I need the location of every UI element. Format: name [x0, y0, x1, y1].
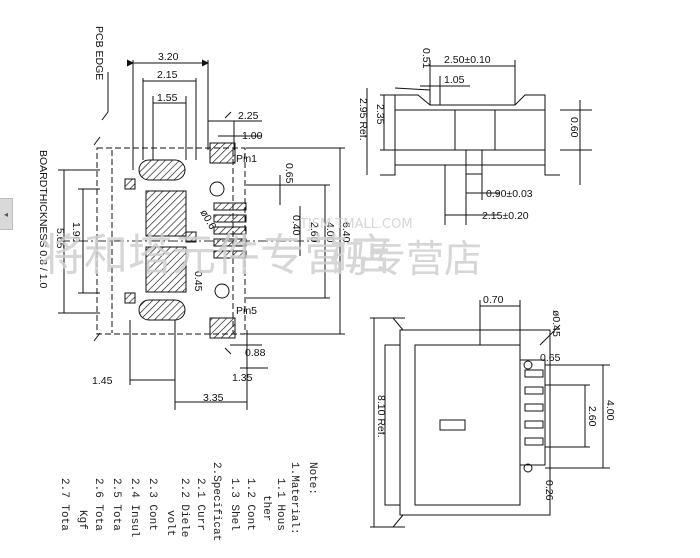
dim-1-90: 1.90 [70, 222, 82, 243]
signal-pins [213, 202, 247, 259]
note-1-2: 1.2 Cont [244, 478, 256, 531]
pin1-pad [209, 142, 236, 164]
dim-0-60: 0.60 [568, 117, 580, 138]
footprint-outline [96, 147, 246, 335]
watermark: 将和塔元件专营店 TJSM.TMALL.COM 码专营店 [40, 217, 482, 281]
dim-0-51: 0.51 [420, 48, 432, 69]
locating-hole-bottom [214, 283, 230, 299]
watermark-side-text: 码专营店 [330, 237, 482, 281]
note-2-2: 2.2 Diele [178, 478, 190, 537]
dim-6-40: 6.40 [340, 222, 352, 243]
front-body [399, 329, 551, 516]
dim-2-50: 2.50±0.10 [444, 54, 491, 66]
side-body [394, 94, 546, 166]
dim-2-95-ref: 2.95 Ref. [357, 98, 369, 141]
note-2: 2.Specificat [210, 462, 222, 541]
dim-0-90: 0.90±0.03 [486, 188, 533, 200]
side-contact [454, 109, 496, 151]
pin5-label: Pin5 [236, 305, 257, 317]
mounting-slot-bottom [138, 299, 186, 321]
dim-2-35: 2.35 [374, 104, 386, 125]
front-contacts [524, 369, 544, 446]
front-view [370, 300, 610, 528]
dim-1-55: 1.55 [157, 92, 178, 104]
footprint-labels: PCB EDGE Pin1 Pin5 3.20 2.15 1.55 2.25 1… [54, 26, 352, 404]
pin5-pad [209, 317, 236, 339]
note-2-2b: volt [164, 510, 176, 536]
dim-4-00-front: 4.00 [604, 400, 616, 421]
dim-3-20: 3.20 [158, 51, 179, 63]
watermark-url: TJSM.TMALL.COM [299, 217, 413, 232]
note-1-3: 1.3 Shel [228, 478, 240, 531]
dim-1-35: 1.35 [232, 372, 253, 384]
dim-2-15-side: 2.15±0.20 [482, 210, 529, 222]
left-scroll-tab[interactable]: ◂ [0, 198, 13, 230]
dim-0-45-dia: ø0.45 [550, 310, 562, 337]
dim-8-10-ref: 8.10 Ref. [375, 395, 387, 438]
dim-1-05: 1.05 [444, 74, 465, 86]
dim-4-00: 4.00 [324, 222, 336, 243]
dim-1-00: 1.00 [242, 130, 263, 142]
dim-1-45: 1.45 [92, 375, 113, 387]
dim-2-60: 2.60 [308, 222, 320, 243]
note-2-6: 2.6 Tota [92, 478, 104, 531]
dim-2-60-front: 2.60 [586, 406, 598, 427]
dim-3-35: 3.35 [203, 392, 224, 404]
footprint-view [58, 59, 345, 410]
side-view-labels: 0.51 2.50±0.10 1.05 2.35 2.95 Ref. 0.60 … [357, 48, 580, 222]
watermark-text: 将和塔元件专营店 [40, 230, 392, 281]
front-view-labels: 0.70 ø0.45 0.65 8.10 Ref. 4.00 2.60 0.26 [375, 294, 616, 501]
locating-hole-top [209, 181, 225, 197]
side-view [366, 60, 592, 225]
note-2-1: 2.1 Curr [194, 478, 206, 531]
dim-2-25: 2.25 [238, 110, 259, 122]
note-1-1b: ther [260, 495, 272, 521]
shell-pad-upper [145, 190, 187, 237]
notes-block: Note: 1.Material: 1.1 Hous ther 1.2 Cont… [58, 462, 318, 541]
left-edge-text: BOARDTHICKNESS 0.8 / 1.0 [37, 150, 49, 288]
mounting-slot-top [138, 159, 186, 181]
shell-pad-lower [145, 246, 187, 293]
note-1-1: 1.1 Hous [274, 478, 286, 531]
note-2-3: 2.3 Cont [146, 478, 158, 531]
note-2-6b: Kgf [76, 510, 88, 530]
dim-0-65-front: 0.65 [540, 352, 561, 364]
note-2-4: 2.4 Insul [128, 478, 140, 537]
dim-0-70: 0.70 [483, 294, 504, 306]
dim-2-15: 2.15 [157, 69, 178, 81]
note-2-5: 2.5 Tota [110, 478, 122, 531]
dim-5-65: 5.65 [54, 228, 66, 249]
dim-0-40: 0.40 [290, 215, 302, 236]
note-1: 1.Material: [288, 462, 300, 535]
notes-title: Note: [306, 462, 318, 495]
note-2-7: 2.7 Tota [58, 478, 70, 531]
front-latch [439, 419, 466, 431]
pin1-label: Pin1 [236, 153, 257, 165]
dim-0-65: 0.65 [283, 163, 295, 184]
pcb-edge-label: PCB EDGE [93, 26, 105, 80]
left-arrow-icon: ◂ [3, 209, 8, 219]
dim-0-88: 0.88 [245, 347, 266, 359]
dim-0-26: 0.26 [543, 480, 555, 501]
pin-pitch: 0.45 [192, 271, 204, 292]
